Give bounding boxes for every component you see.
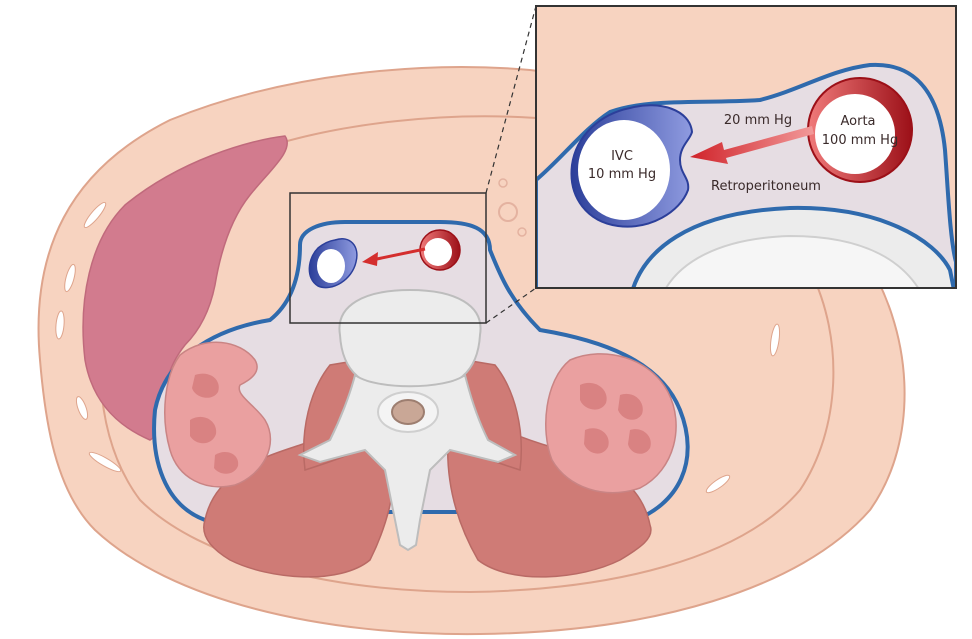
vertebral-body: [339, 290, 480, 392]
spinal-cord: [392, 400, 424, 424]
small-vessel: [518, 228, 526, 236]
ivc-label: IVC: [611, 149, 633, 164]
small-vessel: [499, 203, 517, 221]
aorta-pressure-label: 100 mm Hg: [822, 133, 898, 148]
aorta-label: Aorta: [840, 114, 875, 129]
gradient-pressure-label: 20 mm Hg: [724, 113, 792, 128]
retroperitoneum-label: Retroperitoneum: [711, 179, 821, 194]
aorta-small-lumen: [424, 238, 452, 266]
small-vessel: [499, 179, 507, 187]
zoom-inset: IVC 10 mm Hg 20 mm Hg Retroperitoneum Ao…: [536, 6, 956, 300]
ivc-pressure-label: 10 mm Hg: [588, 167, 656, 182]
ivc-small-lumen: [317, 249, 345, 283]
